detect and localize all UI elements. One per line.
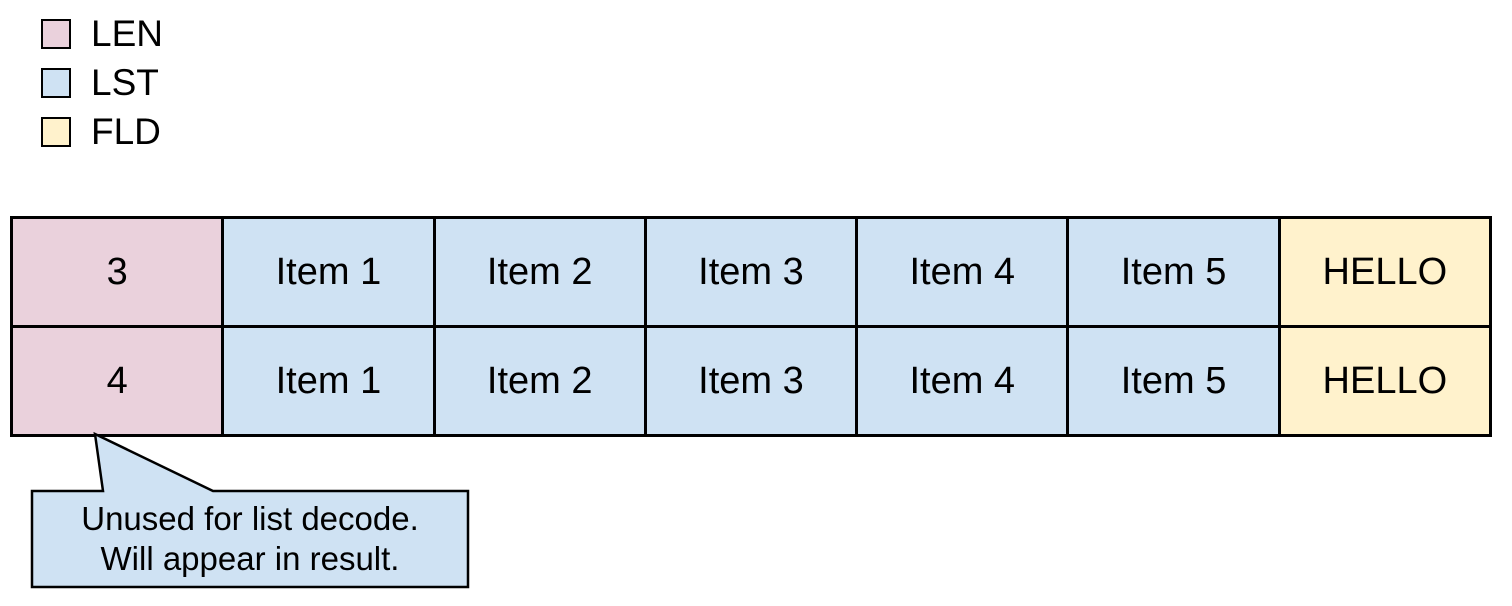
- len-cell: 3: [9, 216, 225, 328]
- callout-bubble: [30, 431, 470, 589]
- field-cell: HELLO: [1277, 216, 1493, 328]
- legend-item-lst: LST: [41, 62, 163, 103]
- len-cell: 4: [9, 325, 225, 437]
- list-item-cell: Item 5: [1066, 325, 1281, 437]
- callout-line-2: Will appear in result.: [100, 540, 400, 577]
- legend-label-lst: LST: [91, 62, 159, 103]
- legend-label-len: LEN: [91, 13, 163, 54]
- legend-item-len: LEN: [41, 13, 163, 54]
- legend: LEN LST FLD: [41, 13, 163, 166]
- list-item-cell: Item 1: [221, 325, 436, 437]
- table-row-1: 3 Item 1 Item 2 Item 3 Item 4 Item 5 HEL…: [9, 216, 1493, 328]
- list-item-cell: Item 3: [643, 325, 859, 437]
- list-item-cell: Item 4: [855, 216, 1070, 328]
- len-color-swatch: [41, 19, 71, 49]
- list-item-cell: Item 2: [432, 325, 647, 437]
- callout-bubble-shape: [30, 431, 470, 589]
- list-item-cell: Item 2: [432, 216, 647, 328]
- legend-item-fld: FLD: [41, 111, 163, 152]
- legend-label-fld: FLD: [91, 111, 161, 152]
- field-cell: HELLO: [1277, 325, 1493, 437]
- callout-line-1: Unused for list decode.: [81, 500, 419, 537]
- decode-buffer-table: 3 Item 1 Item 2 Item 3 Item 4 Item 5 HEL…: [9, 216, 1493, 437]
- callout-text: Unused for list decode. Will appear in r…: [32, 491, 468, 587]
- list-item-cell: Item 5: [1066, 216, 1281, 328]
- list-item-cell: Item 3: [643, 216, 859, 328]
- lst-color-swatch: [41, 68, 71, 98]
- list-item-cell: Item 1: [221, 216, 436, 328]
- table-row-2: 4 Item 1 Item 2 Item 3 Item 4 Item 5 HEL…: [9, 325, 1493, 437]
- fld-color-swatch: [41, 117, 71, 147]
- list-item-cell: Item 4: [855, 325, 1070, 437]
